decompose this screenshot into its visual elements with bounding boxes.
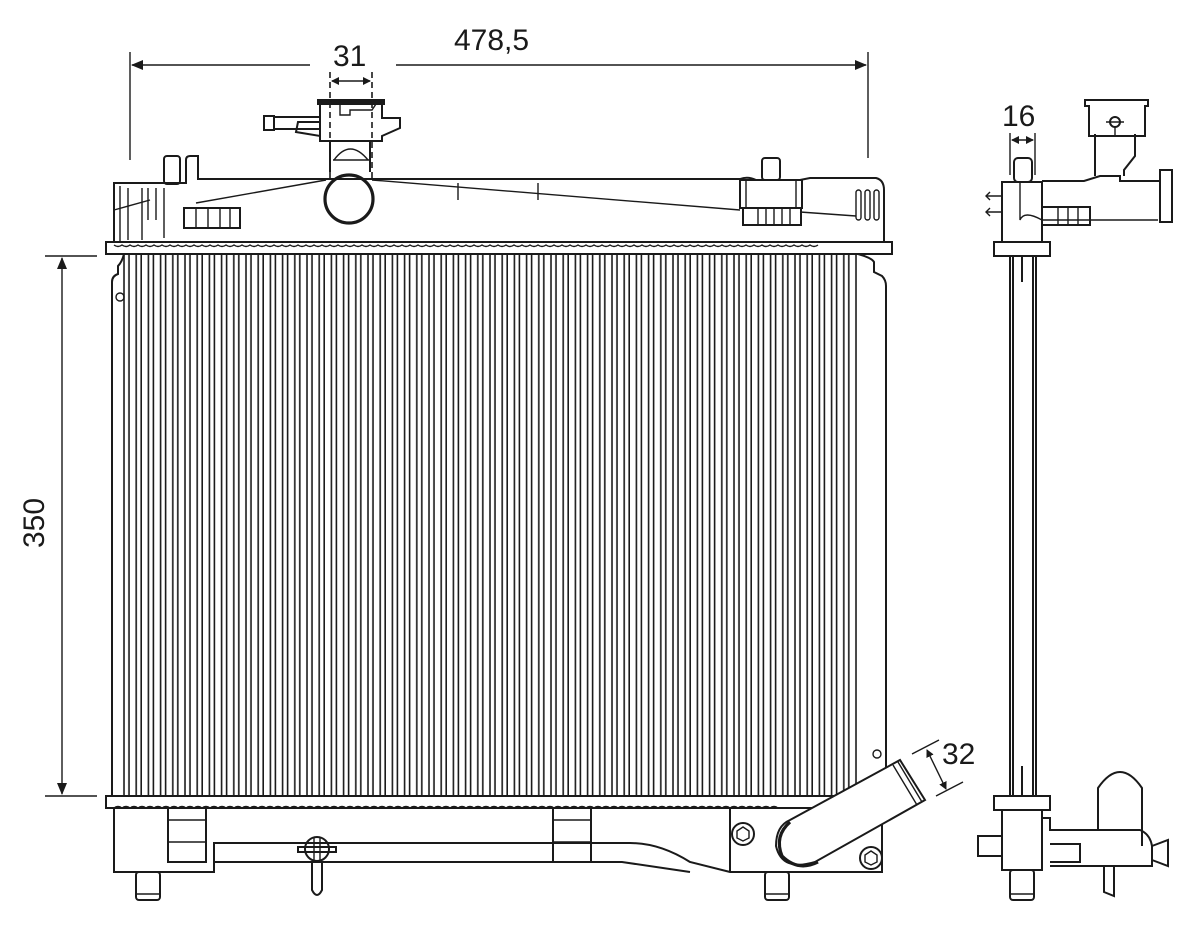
top-tank <box>113 155 885 242</box>
label-outlet-pipe: 32 <box>942 738 976 771</box>
dimension-outlet-pipe <box>911 739 964 797</box>
label-overall-width: 478,5 <box>454 24 530 57</box>
dimension-core-height <box>45 255 97 797</box>
bottom-header-plate <box>105 795 893 809</box>
label-core-height: 350 <box>18 497 51 548</box>
top-header-plate <box>105 241 893 255</box>
bottom-tank <box>113 758 927 901</box>
side-view <box>977 99 1173 901</box>
dimension-core-thickness <box>1009 133 1036 175</box>
outlet-pipe <box>774 758 927 868</box>
label-filler-neck: 31 <box>333 40 367 73</box>
dimension-overall-width <box>129 52 869 160</box>
front-view <box>45 52 964 901</box>
drain-plug <box>297 836 337 896</box>
dimension-filler-neck <box>329 72 373 180</box>
radiator-core <box>111 253 887 796</box>
filler-neck <box>263 99 401 225</box>
label-core-thickness: 16 <box>1002 100 1036 133</box>
